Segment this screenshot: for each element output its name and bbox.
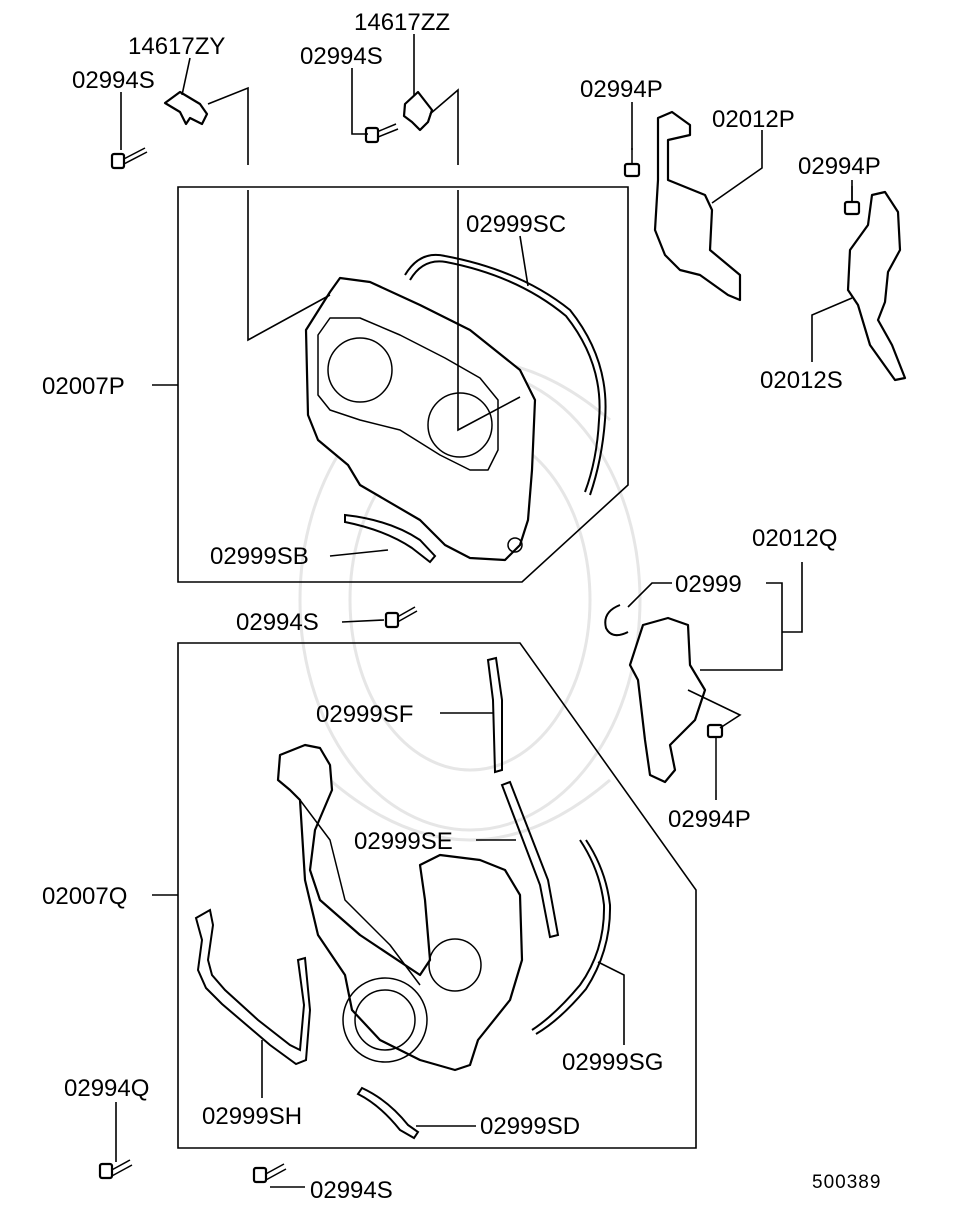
seal-02999SC[interactable]	[404, 253, 607, 496]
upper-timing-cover-02007P[interactable]	[304, 276, 537, 562]
leader-lines	[115, 34, 853, 1188]
label-02999SE: 02999SE	[354, 828, 453, 855]
bracket-14617ZZ[interactable]	[402, 90, 434, 132]
label-02999: 02999	[675, 571, 742, 598]
label-14617ZZ: 14617ZZ	[354, 9, 450, 36]
label-02012S: 02012S	[760, 367, 843, 394]
seal-02999SH[interactable]	[194, 908, 312, 1066]
bracket-02012S[interactable]	[846, 190, 907, 382]
bolt-02994S-middle[interactable]	[384, 606, 418, 629]
bracket-14617ZY[interactable]	[163, 90, 209, 126]
bolt-02994Q[interactable]	[98, 1159, 133, 1180]
label-02999SF: 02999SF	[316, 701, 413, 728]
bracket-02012Q[interactable]	[628, 616, 707, 784]
label-02994S-top-middle: 02994S	[300, 43, 383, 70]
label-02994S-middle: 02994S	[236, 609, 319, 636]
label-02994Q: 02994Q	[64, 1075, 149, 1102]
figure-number: 500389	[812, 1172, 881, 1193]
label-02012P: 02012P	[712, 106, 795, 133]
seal-02999SD[interactable]	[356, 1086, 420, 1140]
label-02994P-upper: 02994P	[580, 76, 663, 103]
seal-02999SB[interactable]	[344, 513, 437, 564]
label-02999SD: 02999SD	[480, 1113, 580, 1140]
label-02012Q: 02012Q	[752, 525, 837, 552]
label-14617ZY: 14617ZY	[128, 33, 225, 60]
label-02999SG: 02999SG	[562, 1049, 663, 1076]
bolt-02994S-bottom[interactable]	[252, 1163, 287, 1184]
upper-assembly-box	[177, 186, 629, 583]
label-02994P-right: 02994P	[798, 153, 881, 180]
bolt-02994S-top-left[interactable]	[110, 147, 148, 170]
bracket-02012P[interactable]	[653, 110, 742, 302]
label-02994S-bottom: 02994S	[310, 1177, 393, 1204]
label-02994S-top-left: 02994S	[72, 67, 155, 94]
label-02999SH: 02999SH	[202, 1103, 302, 1130]
label-02007Q: 02007Q	[42, 883, 127, 910]
seal-02999SG[interactable]	[531, 839, 606, 1031]
seal-02999SE[interactable]	[500, 780, 560, 939]
lower-assembly-box	[177, 642, 697, 1149]
lower-timing-cover-02007Q[interactable]	[276, 743, 524, 1072]
callout-labels: 14617ZY 02994S 14617ZZ 02994S 02994P 020…	[42, 9, 881, 1204]
clip-02999[interactable]	[604, 604, 629, 637]
label-02999SB: 02999SB	[210, 543, 309, 570]
label-02994P-lower: 02994P	[668, 806, 751, 833]
seal-02999SF[interactable]	[486, 656, 503, 774]
label-02007P: 02007P	[42, 373, 125, 400]
bolt-02994P-upper[interactable]	[623, 148, 641, 178]
label-02999SC: 02999SC	[466, 211, 566, 238]
bolt-02994P-lower[interactable]	[706, 723, 724, 790]
bolt-02994S-top-middle[interactable]	[364, 123, 399, 144]
